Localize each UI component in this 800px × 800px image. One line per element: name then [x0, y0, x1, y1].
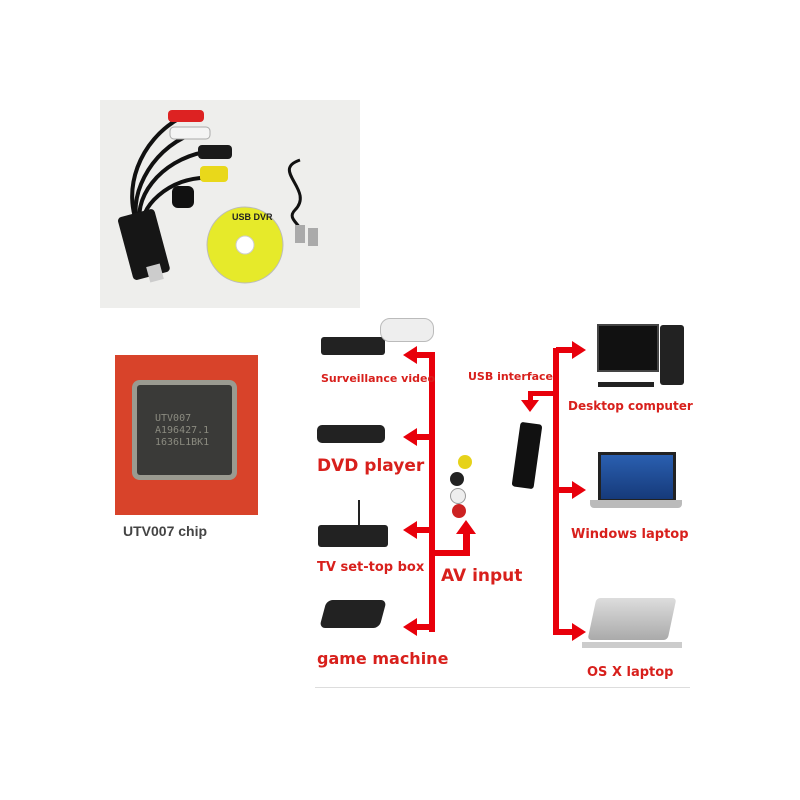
label-desktop-computer: Desktop computer — [568, 399, 693, 413]
tv-set-top-box-icon — [318, 525, 388, 547]
windows-laptop-icon — [598, 452, 676, 502]
utv007-chip: UTV007 A196427.1 1636L1BK1 — [137, 385, 232, 475]
macbook-icon — [587, 598, 677, 640]
arrow-desktop — [572, 341, 586, 359]
label-dvd-player: DVD player — [317, 456, 425, 476]
macbook-base-icon — [582, 642, 682, 648]
arrow-windows — [572, 481, 586, 499]
product-photo-illustration: USB DVR — [118, 110, 318, 284]
arrow-av-input — [456, 520, 476, 534]
arrow-usb — [521, 400, 539, 412]
dvd-player-icon — [317, 425, 385, 443]
white-rca-icon — [450, 488, 466, 504]
laptop-base-icon — [590, 500, 682, 508]
divider — [315, 687, 690, 688]
label-osx-laptop: OS X laptop — [587, 665, 674, 680]
label-surveillance-video: Surveillance video — [321, 372, 436, 385]
label-tv-set-top-box: TV set-top box — [317, 560, 425, 575]
chip-caption: UTV007 chip — [123, 523, 208, 539]
label-game-machine: game machine — [317, 649, 449, 668]
label-usb-interface: USB interface — [468, 370, 554, 383]
red-rca-icon — [452, 504, 466, 518]
svideo-connector-icon — [450, 472, 464, 486]
game-console-icon — [319, 600, 387, 628]
arrow-tv-box — [403, 521, 417, 539]
chip-photo: UTV007 A196427.1 1636L1BK1 — [115, 355, 258, 515]
yellow-rca-icon — [458, 455, 472, 469]
chip-marking: A196427.1 — [155, 425, 210, 436]
arrow-dvd — [403, 428, 417, 446]
arrow-surveillance — [403, 346, 417, 364]
label-windows-laptop: Windows laptop — [571, 527, 689, 542]
chip-marking: 1636L1BK1 — [155, 437, 210, 448]
dvr-recorder-icon — [321, 337, 385, 355]
antenna-icon — [358, 500, 360, 526]
arrow-game — [403, 618, 417, 636]
av-bus-line — [429, 352, 435, 632]
desktop-monitor-icon — [597, 324, 659, 372]
security-camera-icon — [380, 318, 434, 342]
keyboard-icon — [598, 382, 654, 387]
product-photo: USB DVR — [100, 100, 360, 308]
chip-marking: UTV007 — [155, 413, 192, 424]
desktop-tower-icon — [660, 325, 684, 385]
label-av-input: AV input — [441, 566, 523, 586]
cd-label: USB DVR — [232, 212, 273, 222]
arrow-osx — [572, 623, 586, 641]
